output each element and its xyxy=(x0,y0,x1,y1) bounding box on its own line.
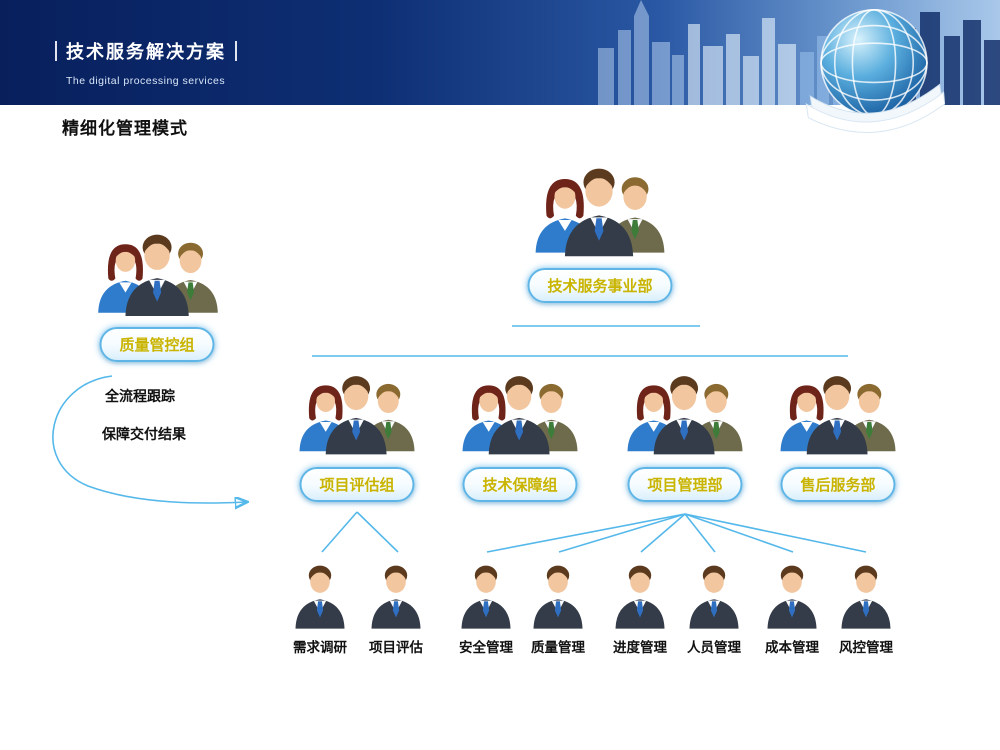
page-title: 精细化管理模式 xyxy=(62,119,188,138)
org-node-root: 技术服务事业部 xyxy=(527,268,673,303)
person-icon xyxy=(361,558,431,632)
function-label-safety-mgmt: 安全管理 xyxy=(459,640,513,655)
person-icon xyxy=(285,558,355,632)
title-right-bar xyxy=(235,41,237,61)
person-icon xyxy=(605,558,675,632)
header-banner: 技术服务解决方案 The digital processing services xyxy=(0,0,1000,133)
function-label-risk-mgmt: 风控管理 xyxy=(839,640,893,655)
note-process-tracking: 全流程跟踪 xyxy=(105,388,175,404)
note-delivery-guarantee: 保障交付结果 xyxy=(102,426,186,442)
function-label-project-evaluation: 项目评估 xyxy=(369,640,423,655)
person-icon xyxy=(451,558,521,632)
person-icon xyxy=(831,558,901,632)
org-node-dept-project-mgmt: 项目管理部 xyxy=(627,467,743,502)
person-icon xyxy=(757,558,827,632)
person-icon xyxy=(679,558,749,632)
people-group-icon xyxy=(515,155,685,267)
people-group-icon xyxy=(445,364,595,464)
globe-icon xyxy=(805,9,946,133)
function-label-quality-mgmt: 质量管理 xyxy=(531,640,585,655)
function-label-progress-mgmt: 进度管理 xyxy=(613,640,667,655)
people-group-icon xyxy=(610,364,760,464)
function-label-demand-research: 需求调研 xyxy=(293,640,347,655)
banner-subtitle: The digital processing services xyxy=(66,75,226,87)
org-node-dept-evaluation: 项目评估组 xyxy=(299,467,415,502)
title-left-bar xyxy=(55,41,57,61)
person-icon xyxy=(523,558,593,632)
org-node-dept-after-sales: 售后服务部 xyxy=(780,467,896,502)
function-label-personnel-mgmt: 人员管理 xyxy=(687,640,741,655)
people-group-icon xyxy=(763,364,913,464)
banner-title-row: 技术服务解决方案 xyxy=(55,38,237,64)
org-node-dept-tech-support: 技术保障组 xyxy=(462,467,578,502)
function-label-cost-mgmt: 成本管理 xyxy=(765,640,819,655)
people-group-icon xyxy=(282,364,432,464)
org-node-quality-group: 质量管控组 xyxy=(99,327,215,362)
banner-title: 技术服务解决方案 xyxy=(66,42,226,62)
people-group-icon xyxy=(78,222,238,326)
